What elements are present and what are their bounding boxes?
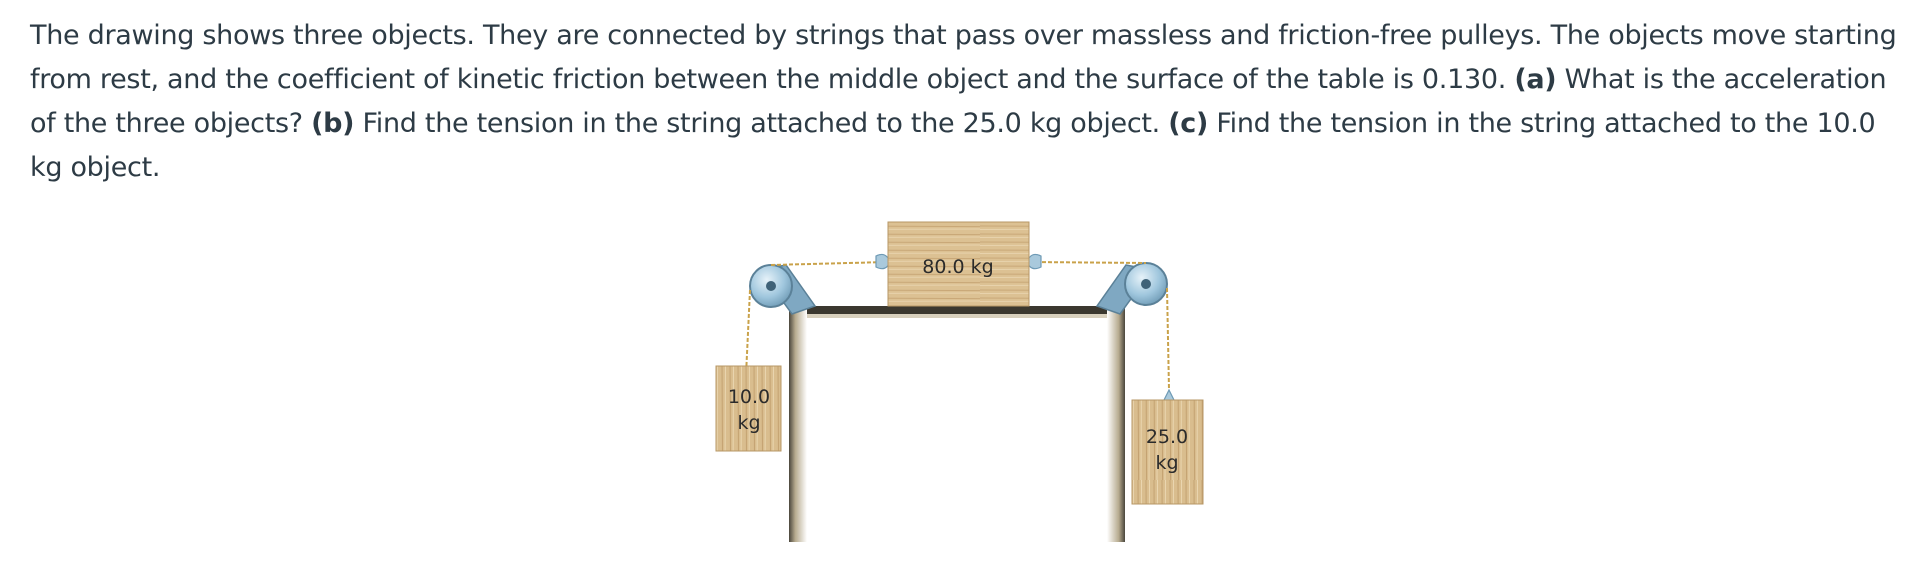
part-b-text: Find the tension in the string attached … (362, 108, 1161, 139)
block-25kg-body (1131, 399, 1204, 505)
table-leg-right (1107, 306, 1125, 542)
block-25kg-unit: kg (1155, 452, 1178, 474)
problem-intro: The drawing shows three objects. They ar… (30, 20, 1897, 95)
string-left-horizontal (770, 261, 889, 266)
table (789, 306, 1125, 542)
block-25kg-value: 25.0 (1146, 426, 1188, 448)
block-80kg-label: 80.0 kg (922, 256, 993, 278)
strings (745, 261, 1170, 391)
block-10kg-body (715, 365, 782, 452)
block-10kg: 10.0 kg (715, 365, 782, 452)
part-a-label: (a) (1514, 64, 1557, 95)
part-b-label: (b) (311, 108, 355, 139)
block-25kg: 25.0 kg (1131, 399, 1204, 505)
string-left-vertical (745, 289, 751, 376)
table-leg-left (789, 306, 807, 542)
table-top-highlight (795, 314, 1119, 318)
block-80kg-body (887, 221, 1030, 307)
table-top (789, 306, 1125, 316)
part-c-label: (c) (1168, 108, 1209, 139)
problem-statement: The drawing shows three objects. They ar… (30, 14, 1910, 190)
block-10kg-unit: kg (737, 412, 760, 434)
left-pulley-hub (766, 281, 776, 291)
right-pulley (1095, 262, 1168, 315)
part-a-text: What is the acceleration of the three ob… (30, 64, 1887, 139)
string-right-horizontal (1029, 261, 1147, 264)
block-80kg: 80.0 kg (887, 221, 1030, 307)
string-right-vertical (1166, 287, 1170, 391)
part-c-text: Find the tension in the string attached … (30, 108, 1876, 183)
right-pulley-hub (1141, 279, 1151, 289)
left-pulley (749, 264, 817, 315)
block-10kg-value: 10.0 (728, 386, 770, 408)
